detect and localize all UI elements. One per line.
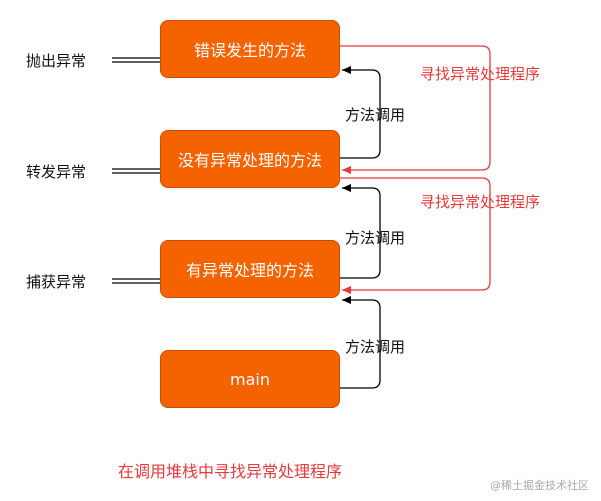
main-label: main	[230, 369, 270, 389]
call-arrow-2	[340, 184, 381, 279]
call-arrow-3	[340, 296, 381, 389]
search-arrow-2	[340, 177, 491, 294]
call-label-1: 方法调用	[345, 106, 406, 124]
catch-exception-label: 捕获异常	[26, 273, 87, 291]
watermark: @稀土掘金技术社区	[490, 479, 589, 492]
search-label-1: 寻找异常处理程序	[420, 65, 541, 83]
call-label-2: 方法调用	[345, 229, 406, 247]
unhandled-method-label: 没有异常处理的方法	[177, 151, 322, 170]
catch-connector	[112, 278, 160, 284]
search-label-2: 寻找异常处理程序	[420, 193, 541, 211]
main-box: main	[160, 350, 340, 408]
unhandled-method-box: 没有异常处理的方法	[160, 130, 340, 188]
forward-exception-label: 转发异常	[26, 163, 87, 181]
handler-method-label: 有异常处理的方法	[185, 261, 314, 280]
call-arrow-1	[340, 66, 381, 159]
call-label-3: 方法调用	[345, 338, 406, 356]
throw-connector	[112, 57, 160, 63]
forward-connector	[112, 168, 160, 174]
search-arrow-1	[340, 45, 491, 174]
handler-method-box: 有异常处理的方法	[160, 240, 340, 298]
throw-exception-label: 抛出异常	[26, 52, 87, 70]
error-method-label: 错误发生的方法	[193, 41, 306, 60]
error-method-box: 错误发生的方法	[160, 20, 340, 78]
diagram-caption: 在调用堆栈中寻找异常处理程序	[118, 462, 343, 481]
